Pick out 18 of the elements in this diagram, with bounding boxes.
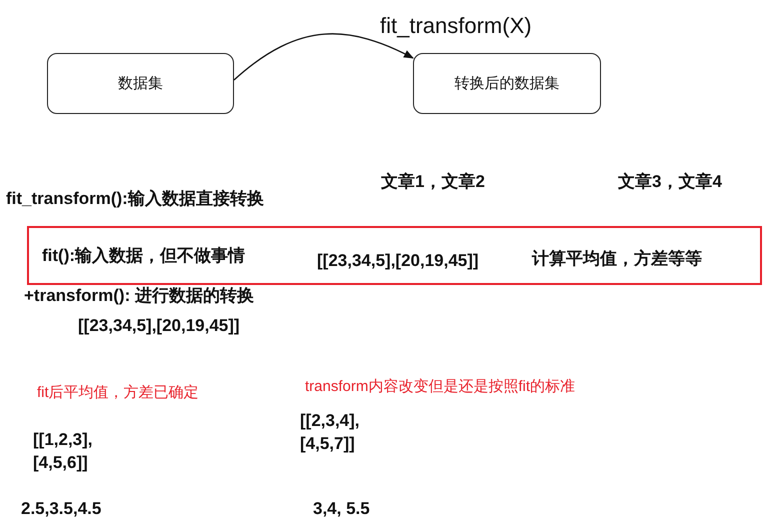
process-box: 数据集 <box>47 53 234 114</box>
note-text: transform内容改变但是还是按照fit的标准 <box>305 378 576 396</box>
description-text: fit():输入数据，但不做事情 <box>42 246 246 266</box>
array-text: [[1,2,3], [4,5,6]] <box>33 429 94 474</box>
description-text: fit_transform():输入数据直接转换 <box>6 189 264 210</box>
arrow <box>234 33 414 80</box>
array-text: [[23,34,5],[20,19,45]] <box>317 251 479 272</box>
value-text: 3,4, 5.5 <box>313 499 370 520</box>
note-text: fit后平均值，方差已确定 <box>37 384 199 402</box>
text: 文章1，文章2 <box>381 172 485 192</box>
description-text: 计算平均值，方差等等 <box>532 249 702 270</box>
highlight-frame <box>27 226 762 285</box>
value-text: 2.5,3.5,4.5 <box>21 499 102 520</box>
text: 文章3，文章4 <box>618 172 722 192</box>
array-text: [[23,34,5],[20,19,45]] <box>78 316 240 336</box>
process-box: 转换后的数据集 <box>413 53 601 114</box>
description-text: +transform(): 进行数据的转换 <box>24 286 254 306</box>
array-text: [[2,3,4], [4,5,7]] <box>300 410 361 455</box>
